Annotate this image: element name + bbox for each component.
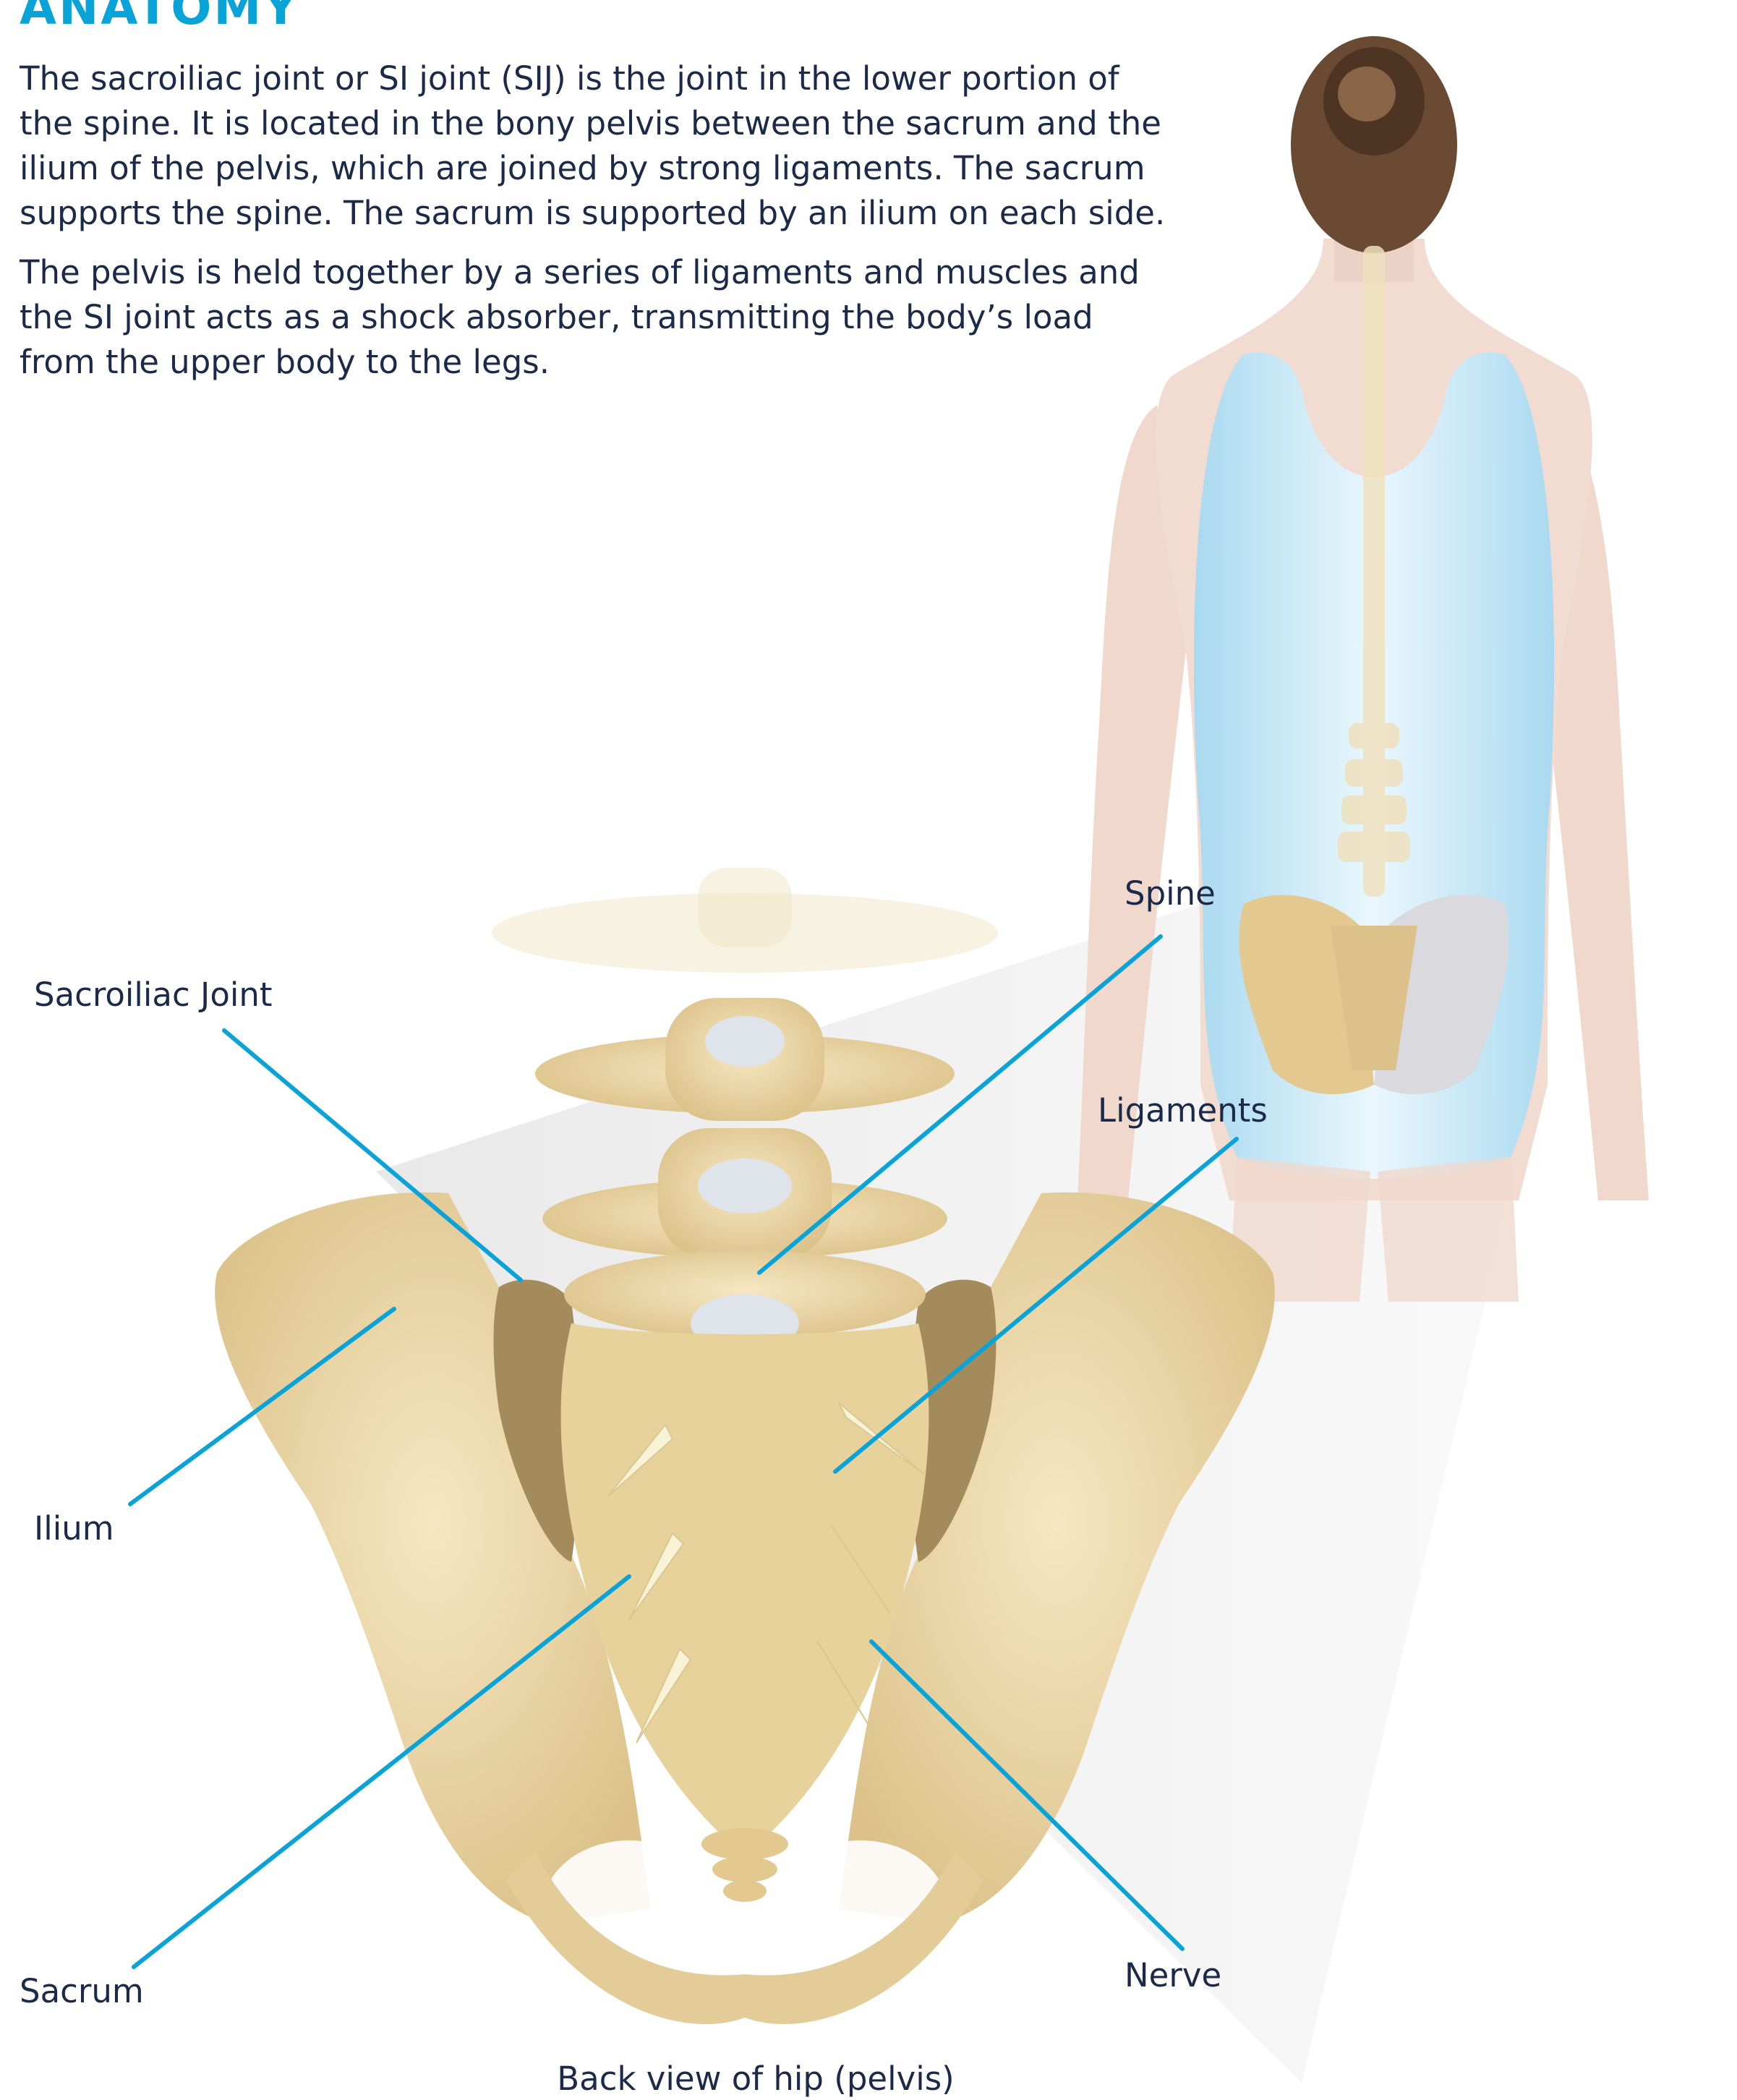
coccyx [701, 1828, 788, 1902]
label-ligaments: Ligaments [1098, 1094, 1268, 1127]
figure-caption: Back view of hip (pelvis) [0, 2062, 1511, 2095]
label-nerve: Nerve [1124, 1959, 1221, 1992]
label-sacroiliac-joint: Sacroiliac Joint [34, 978, 273, 1011]
label-ilium: Ilium [34, 1512, 114, 1545]
label-spine: Spine [1124, 877, 1216, 910]
label-sacrum: Sacrum [20, 1975, 144, 2007]
